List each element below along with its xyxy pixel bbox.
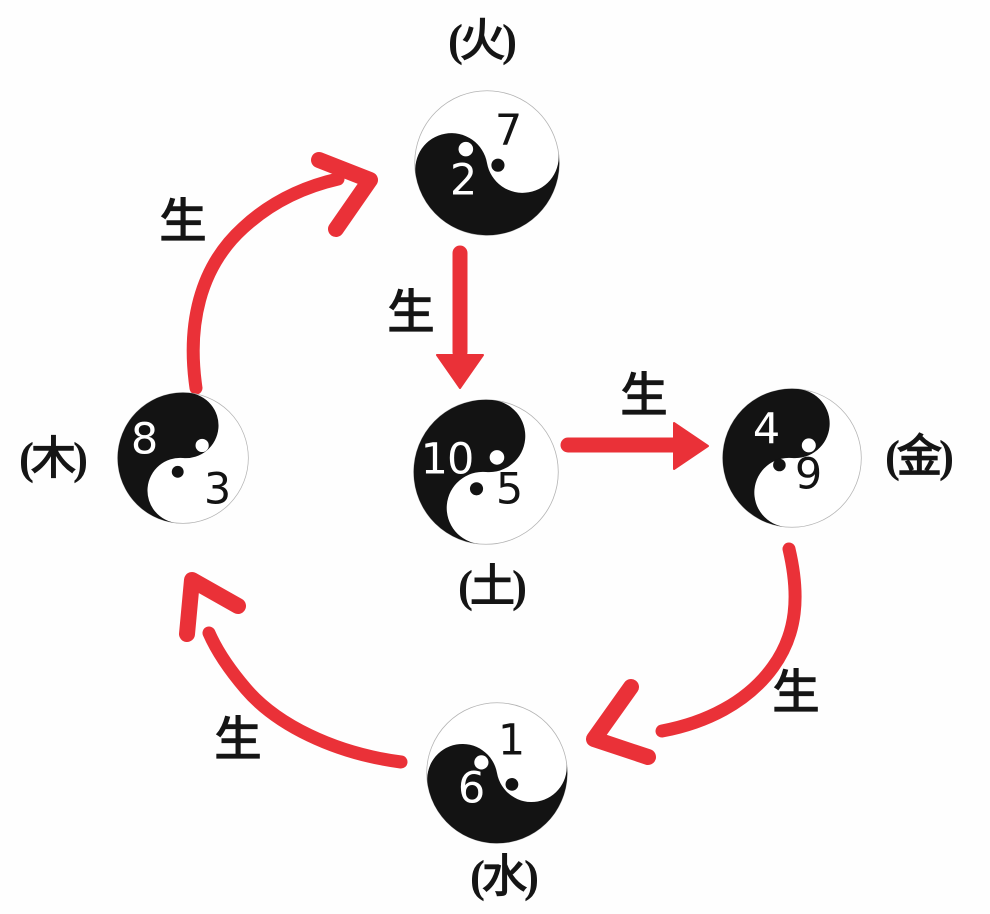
number-earth-yin: 10: [420, 434, 475, 485]
taiji-icon-water: [426, 702, 568, 844]
element-label-fire: (火): [448, 15, 517, 66]
sheng-label-fire-to-earth: 生: [387, 287, 435, 340]
number-water-yin: 6: [457, 763, 485, 814]
yin-dot-icon: [773, 458, 786, 472]
yang-dot-icon: [458, 141, 474, 157]
arrow-earth-to-metal-icon: [560, 422, 709, 470]
number-wood-yin: 8: [130, 414, 158, 465]
element-label-earth: (土): [458, 561, 527, 612]
number-wood-yang: 3: [203, 464, 231, 515]
element-label-water: (水): [470, 851, 539, 902]
yin-dot-icon: [505, 777, 519, 791]
yin-dot-icon: [469, 482, 484, 496]
element-label-metal: (金): [885, 431, 954, 482]
taiji-icon-earth: [413, 399, 559, 545]
yin-dot-icon: [491, 158, 505, 172]
number-fire-yang: 7: [494, 105, 522, 156]
sheng-label-wood-to-fire: 生: [159, 196, 207, 249]
yang-dot-icon: [474, 755, 489, 770]
number-fire-yin: 2: [449, 155, 477, 206]
yang-dot-icon: [489, 450, 505, 465]
yang-dot-icon: [801, 438, 816, 453]
number-earth-yang: 5: [495, 464, 523, 515]
arrow-wood-to-fire-icon: [186, 152, 378, 395]
number-metal-yin: 4: [752, 404, 780, 455]
sheng-label-metal-to-water: 生: [772, 667, 820, 720]
yang-dot-icon: [195, 438, 209, 453]
arrow-metal-to-water-icon: [586, 542, 802, 765]
arrow-fire-to-earth-icon: [436, 245, 484, 389]
taiji-icon-fire: [414, 90, 560, 236]
sheng-label-earth-to-metal: 生: [620, 370, 668, 423]
yin-dot-icon: [171, 465, 184, 478]
taiji-icon-metal: [722, 388, 862, 528]
number-water-yang: 1: [497, 715, 525, 766]
element-label-wood: (木): [19, 433, 88, 484]
number-metal-yang: 9: [794, 449, 822, 500]
sheng-label-water-to-wood: 生: [214, 714, 262, 767]
taiji-icon-wood: [117, 392, 249, 524]
